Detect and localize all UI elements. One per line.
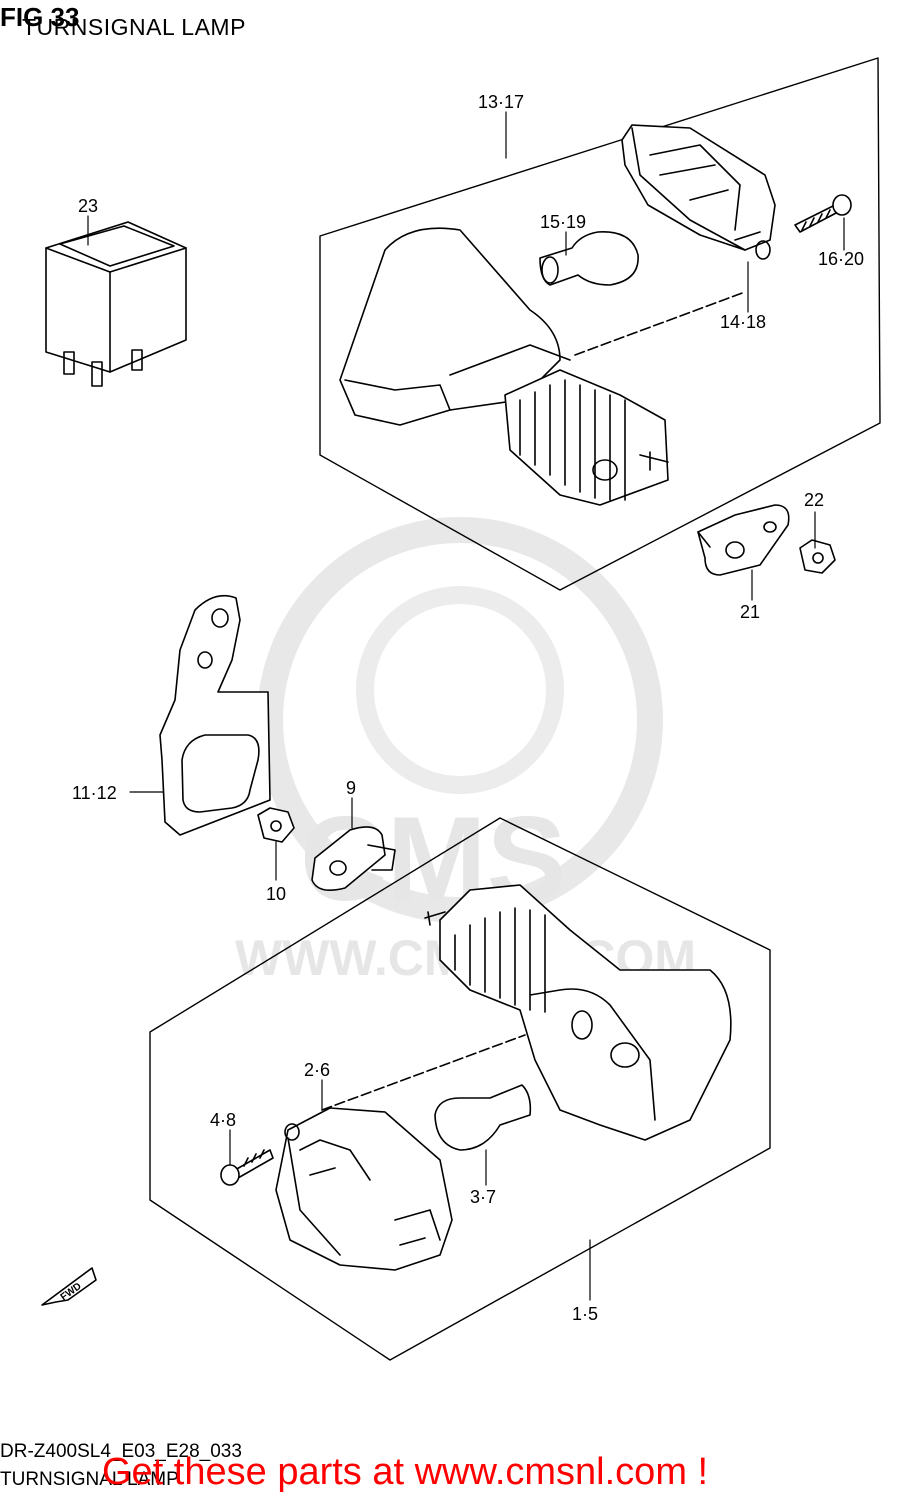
label-10: 10 bbox=[266, 884, 286, 904]
figure-number: FIG 33 bbox=[0, 2, 80, 32]
label-9: 9 bbox=[346, 778, 356, 798]
footer-figure-name: TURNSIGNAL LAMP bbox=[0, 1469, 179, 1490]
mounting-plate-upper bbox=[697, 504, 790, 576]
label-2-6: 2·6 bbox=[304, 1060, 330, 1080]
nut-lower bbox=[257, 807, 295, 843]
label-15-19: 15·19 bbox=[540, 212, 586, 232]
front-lens-screw bbox=[220, 1149, 274, 1186]
label-11-12: 11·12 bbox=[72, 783, 117, 803]
label-21: 21 bbox=[740, 602, 760, 622]
label-14-18: 14·18 bbox=[720, 312, 766, 332]
figure-subtitle: TURNSIGNAL LAMP bbox=[22, 14, 246, 40]
cta-link[interactable]: Get these parts at www.cmsnl.com ! bbox=[102, 1451, 709, 1493]
turnsignal-bracket bbox=[159, 594, 271, 836]
front-turnsignal-body bbox=[321, 884, 732, 1141]
label-4-8: 4·8 bbox=[210, 1110, 236, 1130]
front-bulb bbox=[434, 1084, 532, 1151]
rear-lens-screw bbox=[794, 194, 852, 233]
footer-model-code: DR-Z400SL4_E03_E28_033 bbox=[0, 1441, 242, 1462]
label-13-17: 13·17 bbox=[478, 92, 524, 112]
upper-assembly-frame bbox=[319, 57, 881, 591]
lower-assembly-frame bbox=[149, 817, 771, 1361]
label-1-5: 1·5 bbox=[572, 1304, 598, 1324]
nut-upper bbox=[799, 539, 836, 574]
fwd-arrow-icon bbox=[41, 1267, 97, 1306]
mounting-plate-lower bbox=[311, 826, 396, 891]
rear-turnsignal-body bbox=[339, 227, 746, 506]
label-23: 23 bbox=[78, 196, 98, 216]
relay bbox=[45, 221, 187, 387]
leader-lines bbox=[87, 111, 845, 1301]
rear-lens bbox=[621, 124, 776, 260]
label-16-20: 16·20 bbox=[818, 249, 864, 269]
label-22: 22 bbox=[804, 490, 824, 510]
rear-bulb bbox=[539, 231, 639, 286]
front-lens bbox=[275, 1107, 453, 1271]
label-3-7: 3·7 bbox=[470, 1187, 496, 1207]
